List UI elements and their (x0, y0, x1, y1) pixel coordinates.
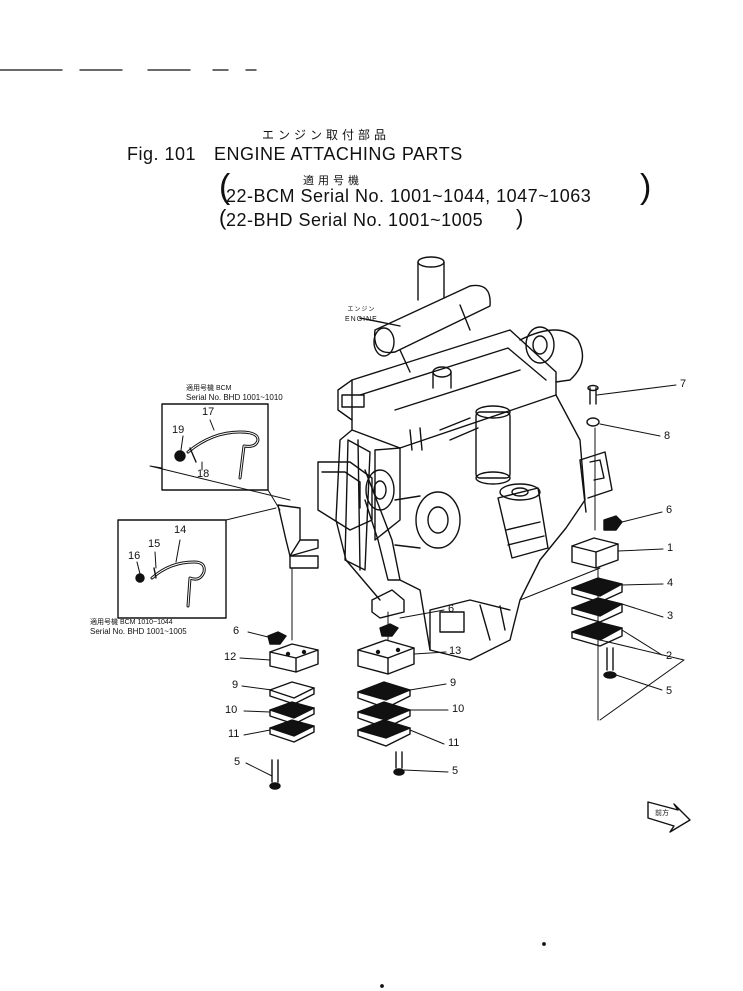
callout-15: 15 (148, 538, 161, 550)
inset-upper-caption-line1: 適用号機 BCM (186, 385, 232, 392)
left-mount-stack (267, 567, 319, 790)
callout-10-left: 10 (225, 704, 238, 716)
callout-12: 12 (224, 651, 237, 663)
callout-9-left: 9 (232, 679, 239, 691)
callout-6-mid: 6 (448, 603, 455, 615)
callout-3: 3 (667, 610, 674, 622)
serial-open-paren: ( (219, 168, 231, 206)
figure-number: Fig. 101 (127, 144, 197, 164)
callout-8: 8 (664, 430, 671, 442)
callout-leaders (136, 384, 677, 777)
middle-mount-stack (357, 611, 415, 776)
inset-lower-caption-line2: Serial No. BHD 1001~1005 (90, 627, 187, 636)
callout-16: 16 (128, 550, 141, 562)
inset-lower-caption: 適用号機 BCM 1010~1044 Serial No. BHD 1001~1… (90, 618, 187, 636)
callout-6-left: 6 (233, 625, 240, 637)
engine-body (277, 256, 613, 661)
inset-upper-caption: 適用号機 BCM Serial No. BHD 1001~1010 (186, 384, 283, 402)
serial2-open-paren: ( (219, 205, 227, 230)
engine-label-en: ENGINE (345, 316, 378, 323)
inset-upper-caption-line2: Serial No. BHD 1001~1010 (186, 393, 283, 402)
serial-range-bcm: 22-BCM Serial No. 1001~1044, 1047~1063 (226, 186, 592, 206)
callout-11-mid: 11 (448, 737, 460, 749)
front-direction-arrow-shape (647, 801, 691, 833)
engine-label: エンジン ENGINE (345, 306, 378, 324)
inset-lower-frame (117, 507, 277, 619)
callout-19: 19 (172, 424, 185, 436)
inset-upper-frame (149, 403, 291, 511)
callout-17: 17 (202, 406, 215, 418)
engine-label-leader (359, 317, 401, 327)
serial-close-paren: ) (640, 168, 652, 206)
callout-5-right: 5 (666, 685, 673, 697)
callout-7: 7 (680, 378, 687, 390)
callout-6-right: 6 (666, 504, 673, 516)
inset-lower-caption-line1: 適用号機 BCM 1010~1044 (90, 619, 173, 626)
callout-5-left: 5 (234, 756, 241, 768)
applicable-serials-japanese: 適用号機 (303, 174, 363, 187)
title-japanese: エンジン取付部品 (262, 128, 391, 142)
callout-14: 14 (174, 524, 187, 536)
callout-5-mid: 5 (452, 765, 459, 777)
callout-13: 13 (449, 645, 462, 657)
front-arrow-label: 前方 (655, 809, 669, 817)
callout-10-mid: 10 (452, 703, 465, 715)
right-mount-stack (519, 384, 685, 721)
callout-4: 4 (667, 577, 674, 589)
serial2-close-paren: ) (516, 205, 524, 230)
engine-label-jp: エンジン (347, 307, 376, 313)
serial-range-bhd: 22-BHD Serial No. 1001~1005 (226, 210, 484, 230)
callout-11-left: 11 (228, 728, 240, 740)
callout-18: 18 (197, 468, 210, 480)
page-title: ENGINE ATTACHING PARTS (214, 144, 463, 164)
callout-1: 1 (667, 542, 674, 554)
callout-9-mid: 9 (450, 677, 457, 689)
callout-2: 2 (666, 650, 673, 662)
